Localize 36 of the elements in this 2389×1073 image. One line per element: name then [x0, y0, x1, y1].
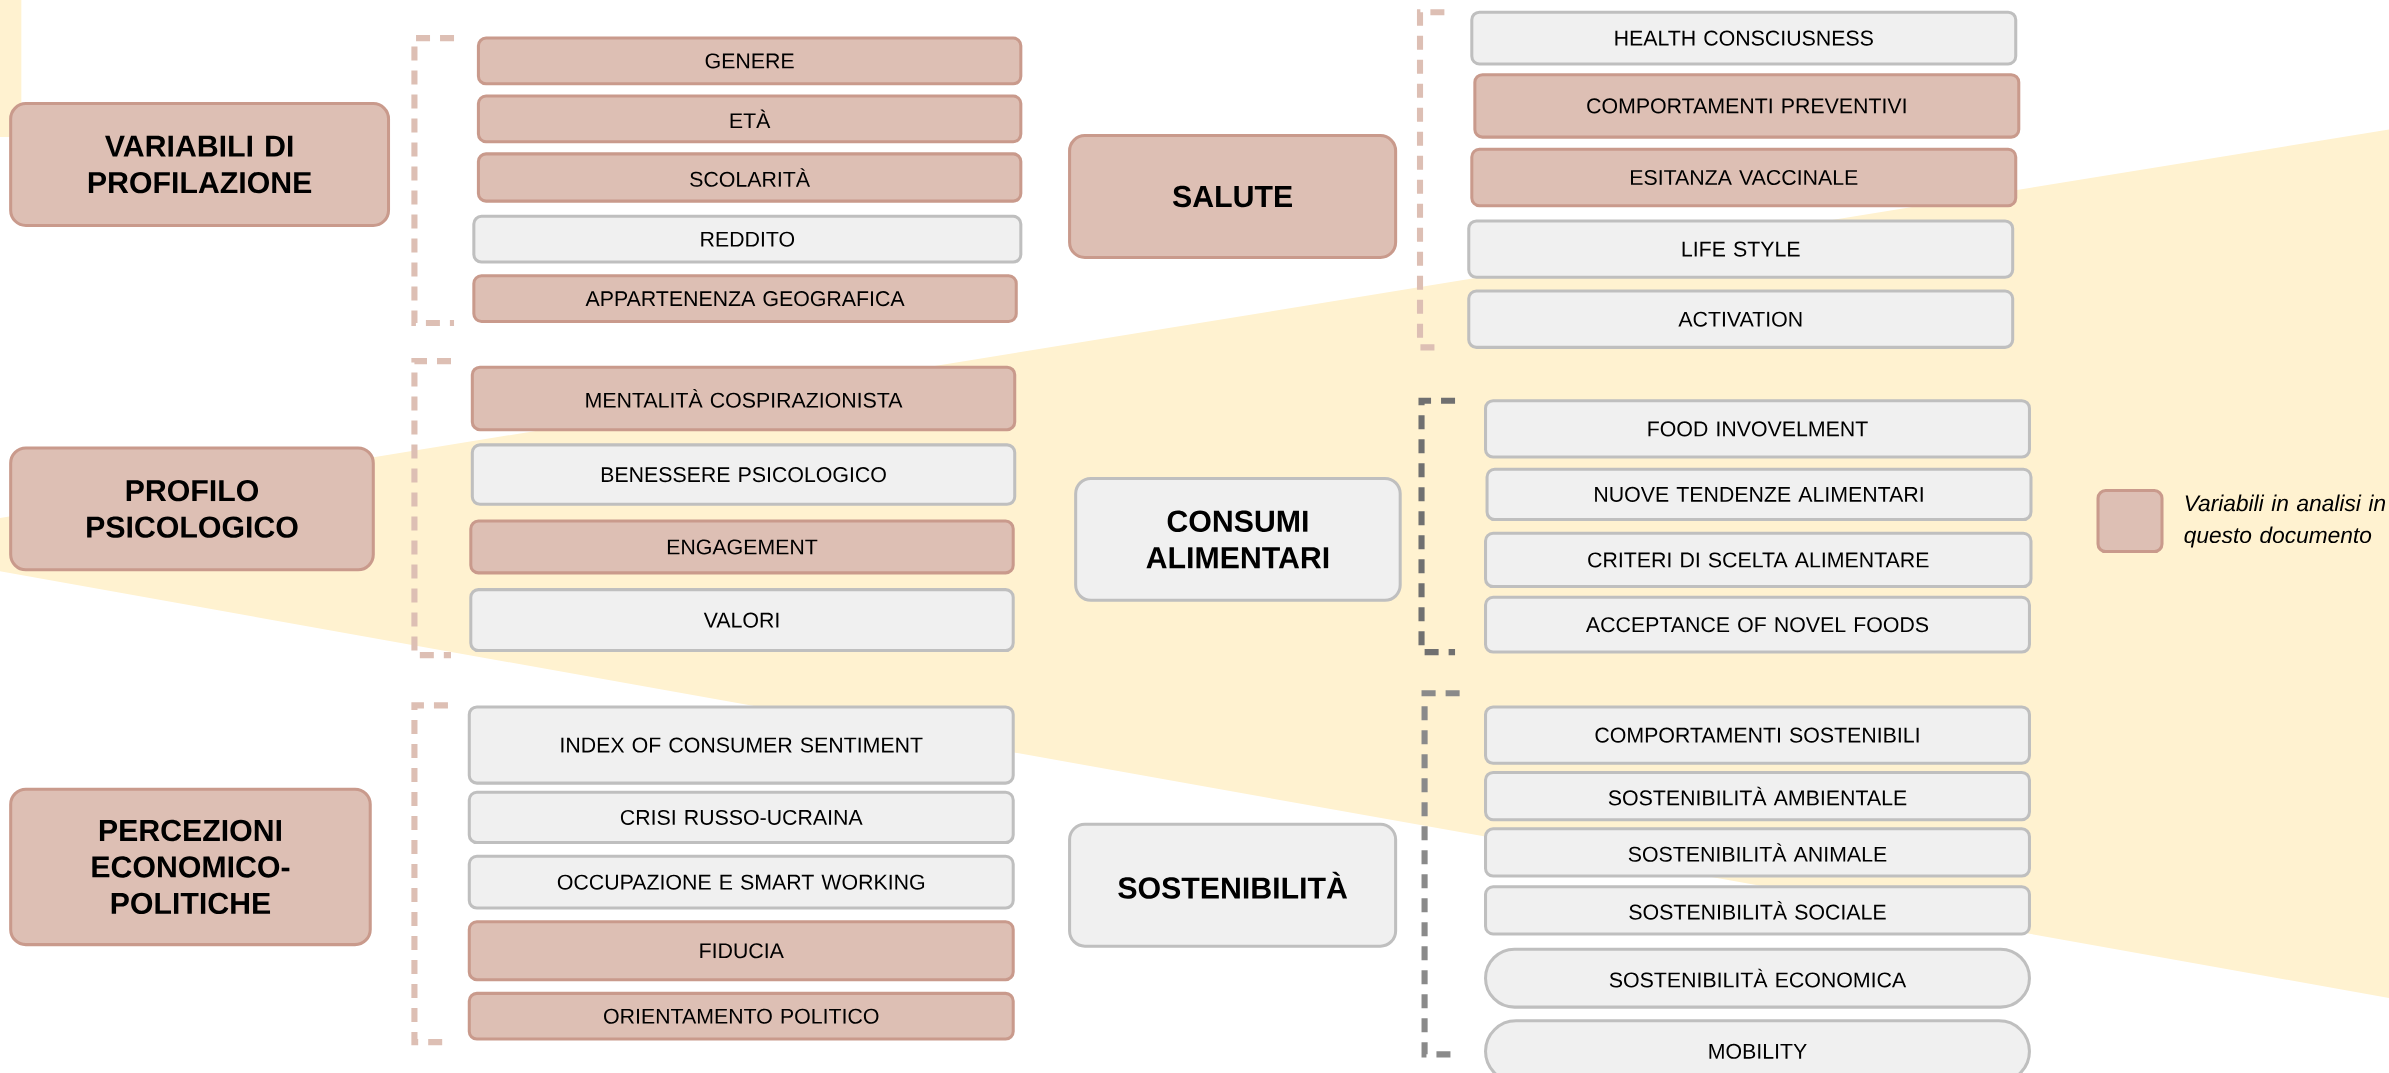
variable-box: VALORI — [469, 588, 1015, 653]
variable-box: MENTALITÀ COSPIRAZIONISTA — [470, 365, 1017, 432]
variable-box: FIDUCIA — [467, 920, 1015, 982]
variable-box: SOSTENIBILITÀ SOCIALE — [1484, 885, 2031, 936]
category-box: SOSTENIBILITÀ — [1068, 822, 1398, 948]
category-box: SALUTE — [1068, 134, 1398, 259]
variable-box: COMPORTAMENTI SOSTENIBILI — [1484, 705, 2031, 765]
variable-box: COMPORTAMENTI PREVENTIVI — [1473, 73, 2021, 139]
variable-box: ETÀ — [476, 94, 1023, 144]
variable-box: MOBILITY — [1484, 1019, 2031, 1073]
category-box: VARIABILI DI PROFILAZIONE — [9, 102, 391, 227]
variable-box: SOSTENIBILITÀ ANIMALE — [1484, 827, 2031, 878]
variable-box: SOSTENIBILITÀ AMBIENTALE — [1484, 770, 2031, 822]
variable-box: ACTIVATION — [1467, 289, 2015, 349]
variable-box: ORIENTAMENTO POLITICO — [467, 991, 1015, 1041]
category-box: PROFILO PSICOLOGICO — [9, 446, 375, 572]
legend-text: Variabili in analisi in questo documento — [2184, 494, 2386, 548]
variable-box: NUOVE TENDENZE ALIMENTARI — [1485, 467, 2033, 522]
variable-box: ENGAGEMENT — [469, 519, 1015, 575]
variable-box: REDDITO — [472, 214, 1023, 264]
variable-box: ESITANZA VACCINALE — [1470, 147, 2018, 208]
variable-box: INDEX OF CONSUMER SENTIMENT — [467, 705, 1015, 785]
variable-box: FOOD INVOVELMENT — [1484, 399, 2031, 459]
variable-box: BENESSERE PSICOLOGICO — [470, 443, 1017, 506]
variable-box: CRITERI DI SCELTA ALIMENTARE — [1484, 531, 2033, 589]
variable-box: LIFE STYLE — [1467, 219, 2015, 279]
variable-box: CRISI RUSSO-UCRAINA — [467, 790, 1015, 845]
category-box: PERCEZIONI ECONOMICO-POLITICHE — [9, 787, 372, 947]
variable-box: SCOLARITÀ — [476, 152, 1023, 203]
variable-box: HEALTH CONSCIUSNESS — [1470, 10, 2018, 66]
category-box: CONSUMI ALIMENTARI — [1074, 476, 1402, 602]
variable-box: OCCUPAZIONE E SMART WORKING — [467, 854, 1015, 910]
variable-box: ACCEPTANCE OF NOVEL FOODS — [1484, 595, 2031, 654]
variable-box: APPARTENENZA GEOGRAFICA — [472, 274, 1018, 323]
variable-box: SOSTENIBILITÀ ECONOMICA — [1484, 947, 2031, 1009]
variable-box: GENERE — [476, 36, 1023, 86]
